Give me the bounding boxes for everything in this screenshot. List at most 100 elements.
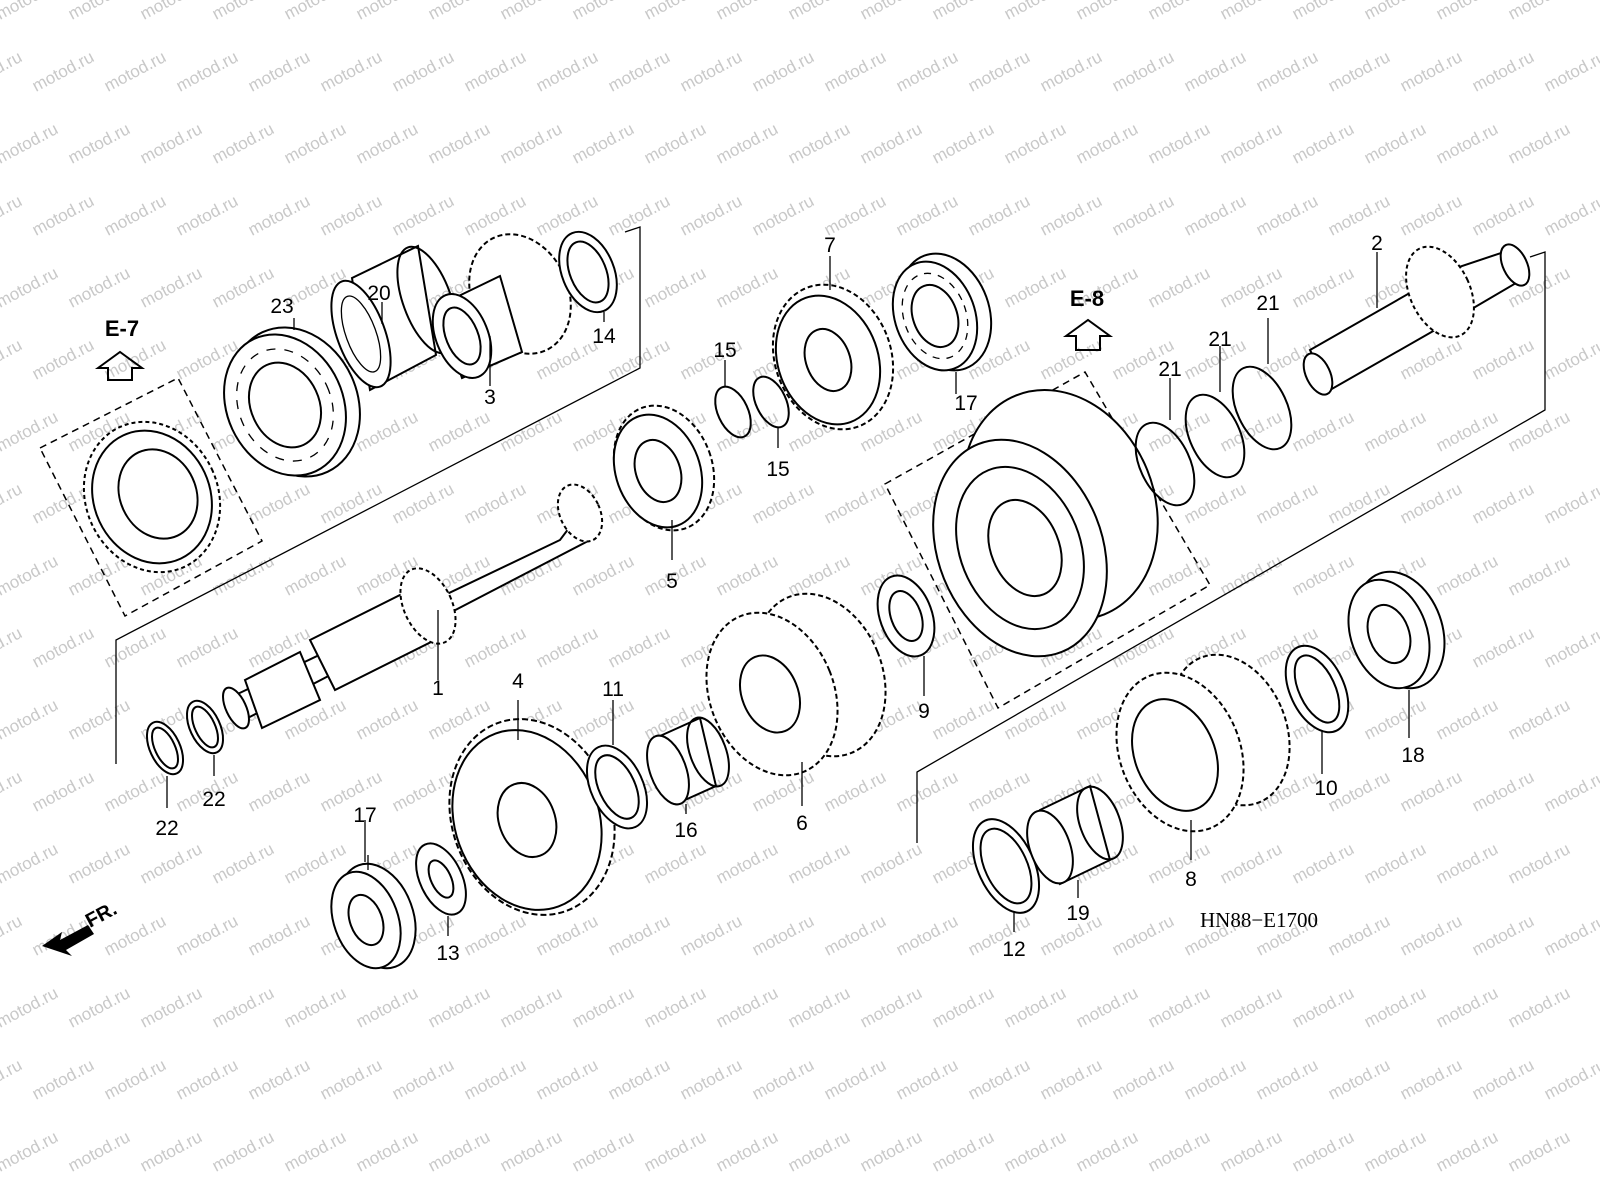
- watermark-text: motod.ru: [569, 0, 637, 24]
- needle-bearing-16: [646, 716, 730, 806]
- watermark-text: motod.ru: [29, 335, 97, 383]
- watermark-text: motod.ru: [317, 47, 385, 95]
- watermark-text: motod.ru: [1361, 1127, 1429, 1175]
- watermark-text: motod.ru: [0, 263, 61, 311]
- watermark-text: motod.ru: [1361, 983, 1429, 1031]
- bearing-17-upper: [891, 252, 993, 372]
- watermark-text: motod.ru: [1001, 119, 1069, 167]
- watermark-text: motod.ru: [1469, 1055, 1537, 1103]
- watermark-text: motod.ru: [1325, 911, 1393, 959]
- callout-20: 20: [367, 282, 390, 305]
- watermark-text: motod.ru: [929, 983, 997, 1031]
- watermark-text: motod.ru: [533, 191, 601, 239]
- needle-bearing-19: [1026, 784, 1124, 886]
- watermark-text: motod.ru: [101, 47, 169, 95]
- watermark-text: motod.ru: [1541, 767, 1600, 815]
- callout-11: 11: [602, 678, 624, 701]
- watermark-text: motod.ru: [101, 191, 169, 239]
- needle-bearing-20: [330, 244, 458, 392]
- watermark-text: motod.ru: [785, 839, 853, 887]
- washer-14: [558, 230, 618, 314]
- countershaft-2: [1302, 243, 1531, 396]
- watermark-text: motod.ru: [0, 623, 25, 671]
- watermark-text: motod.ru: [821, 191, 889, 239]
- watermark-text: motod.ru: [137, 0, 205, 24]
- callout-6: 6: [796, 812, 808, 835]
- bearing-23: [223, 326, 361, 478]
- callout-21-a: 21: [1158, 358, 1181, 381]
- watermark-text: motod.ru: [173, 911, 241, 959]
- thrust-washer-9: [876, 574, 936, 658]
- watermark-text: motod.ru: [1469, 911, 1537, 959]
- callout-17-lower: 17: [353, 804, 376, 827]
- watermark-text: motod.ru: [1289, 407, 1357, 455]
- watermark-text: motod.ru: [713, 0, 781, 24]
- watermark-text: motod.ru: [497, 119, 565, 167]
- watermark-text: motod.ru: [1145, 119, 1213, 167]
- watermark-text: motod.ru: [1397, 1055, 1465, 1103]
- watermark-text: motod.ru: [749, 191, 817, 239]
- watermark-text: motod.ru: [1289, 0, 1357, 24]
- watermark-text: motod.ru: [1469, 47, 1537, 95]
- callout-10: 10: [1314, 777, 1337, 800]
- front-arrow-icon: [42, 925, 94, 956]
- watermark-text: motod.ru: [1073, 0, 1141, 24]
- watermark-text: motod.ru: [461, 623, 529, 671]
- gear-8: [1115, 653, 1291, 833]
- watermark-text: motod.ru: [749, 479, 817, 527]
- watermark-text: motod.ru: [533, 911, 601, 959]
- watermark-text: motod.ru: [857, 983, 925, 1031]
- watermark-text: motod.ru: [1433, 0, 1501, 24]
- watermark-text: motod.ru: [65, 839, 133, 887]
- circlip-22b: [185, 699, 225, 755]
- watermark-text: motod.ru: [209, 1127, 277, 1175]
- watermark-text: motod.ru: [677, 1055, 745, 1103]
- watermark-text: motod.ru: [497, 983, 565, 1031]
- watermark-text: motod.ru: [1541, 911, 1600, 959]
- watermark-text: motod.ru: [1469, 191, 1537, 239]
- watermark-text: motod.ru: [317, 1055, 385, 1103]
- watermark-text: motod.ru: [209, 263, 277, 311]
- watermark-text: motod.ru: [425, 1127, 493, 1175]
- watermark-text: motod.ru: [137, 1127, 205, 1175]
- watermark-text: motod.ru: [353, 407, 421, 455]
- watermark-text: motod.ru: [1145, 1127, 1213, 1175]
- watermark-text: motod.ru: [533, 623, 601, 671]
- watermark-text: motod.ru: [1145, 839, 1213, 887]
- ring-21b: [1184, 393, 1246, 479]
- watermark-text: motod.ru: [1217, 983, 1285, 1031]
- watermark-text: motod.ru: [641, 119, 709, 167]
- watermark-text: motod.ru: [281, 983, 349, 1031]
- watermark-text: motod.ru: [1325, 1055, 1393, 1103]
- watermark-text: motod.ru: [0, 0, 61, 24]
- watermark-text: motod.ru: [893, 767, 961, 815]
- watermark-text: motod.ru: [1073, 119, 1141, 167]
- watermark-text: motod.ru: [65, 1127, 133, 1175]
- watermark-text: motod.ru: [497, 407, 565, 455]
- watermark-text: motod.ru: [281, 0, 349, 24]
- callout-15-lower: 15: [766, 458, 789, 481]
- callout-9: 9: [918, 700, 930, 723]
- clutch-drum-e8: [932, 389, 1159, 658]
- watermark-text: motod.ru: [1181, 191, 1249, 239]
- watermark-text: motod.ru: [209, 119, 277, 167]
- watermark-text: motod.ru: [965, 47, 1033, 95]
- watermark-text: motod.ru: [0, 983, 61, 1031]
- watermark-text: motod.ru: [1541, 623, 1600, 671]
- watermark-text: motod.ru: [389, 767, 457, 815]
- watermark-text: motod.ru: [65, 119, 133, 167]
- watermark-text: motod.ru: [713, 263, 781, 311]
- watermark-text: motod.ru: [1145, 551, 1213, 599]
- watermark-text: motod.ru: [245, 767, 313, 815]
- watermark-text: motod.ru: [1361, 407, 1429, 455]
- leader-lines: [166, 252, 1410, 936]
- watermark-text: motod.ru: [0, 407, 61, 455]
- e7-ring-gear: [82, 420, 222, 574]
- watermark-text: motod.ru: [1505, 119, 1573, 167]
- watermark-text: motod.ru: [893, 47, 961, 95]
- watermark-text: motod.ru: [425, 983, 493, 1031]
- watermark-text: motod.ru: [929, 0, 997, 24]
- watermark-text: motod.ru: [389, 47, 457, 95]
- callout-21-c: 21: [1256, 292, 1279, 315]
